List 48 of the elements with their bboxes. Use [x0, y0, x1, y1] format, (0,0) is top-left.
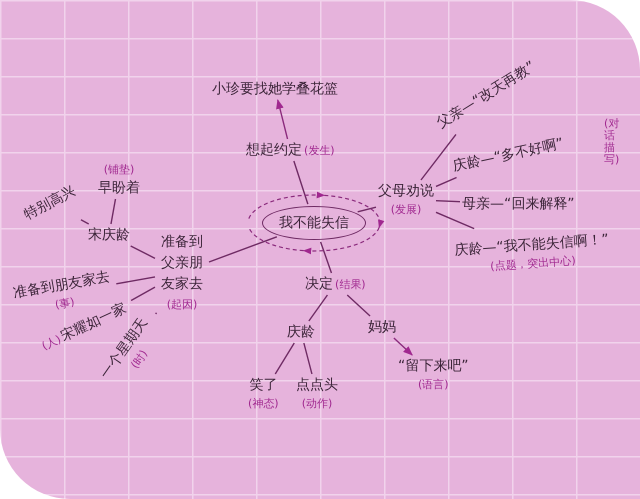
connector-line [155, 312, 158, 314]
connector-line [436, 212, 474, 230]
annotation: (铺垫) [104, 162, 134, 177]
connector-line [130, 245, 156, 259]
arrow [276, 99, 288, 140]
node-text: 妈妈 [368, 318, 396, 336]
node-text: 笑了 [249, 376, 278, 394]
annotation: (动作) [302, 396, 332, 411]
annotation: (点题，突出中心) [490, 253, 576, 274]
node-text: 点点头 [296, 376, 338, 394]
annotation: (发生) [304, 142, 335, 158]
node-text: 母亲—“回来解释” [462, 195, 575, 213]
connector-line [436, 200, 460, 202]
node-text: 宋庆龄 [88, 226, 130, 244]
node-text: 父亲—“改天再教” [434, 58, 539, 132]
node-text: 我不能失信 [279, 214, 349, 232]
node-text: 决定 [305, 275, 333, 293]
annotation: (事) [54, 294, 76, 312]
connector-line [346, 294, 371, 317]
node-text: 准备到父亲朋友家去 [160, 233, 204, 294]
annotation: (结果) [335, 276, 366, 292]
node-text: 父母劝说 [378, 182, 434, 200]
connector-line [110, 198, 116, 224]
annotation: (语言) [418, 377, 449, 392]
ellipse-node [262, 206, 366, 240]
connector-line [436, 176, 457, 188]
connector-line [274, 342, 295, 374]
connector-line [130, 286, 156, 302]
node-text: “留下来吧” [398, 357, 469, 375]
annotation: (起因) [166, 297, 198, 312]
annotation: (神态) [248, 396, 279, 411]
connector-line [320, 242, 332, 274]
connector-line [303, 342, 313, 374]
node-text: 早盼着 [98, 179, 140, 197]
connector-line [358, 206, 376, 213]
node-text: 想起约定 [246, 141, 302, 159]
node-text: 庆龄—“多不好啊” [451, 134, 566, 176]
node-text: 小珍要找她学叠花篮 [212, 80, 338, 98]
connector-line [208, 236, 278, 263]
connector-line [116, 276, 156, 285]
connector-line [308, 294, 328, 322]
connector-line [293, 160, 309, 204]
node-text: 庆龄 [287, 323, 315, 341]
connector-line [80, 219, 90, 225]
node-text: 特别高兴 [21, 182, 79, 224]
arrow [393, 337, 413, 356]
annotation: (发展) [390, 202, 422, 217]
connector-line [420, 134, 457, 180]
